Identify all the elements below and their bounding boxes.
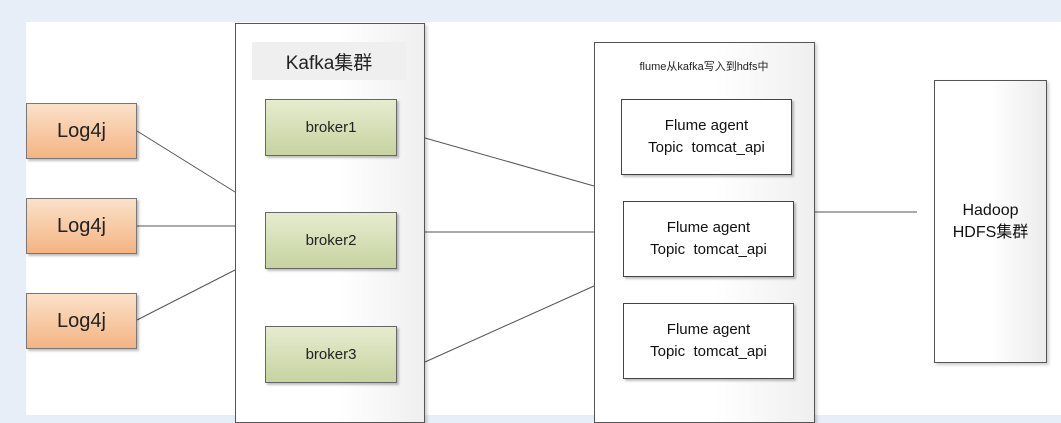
broker-2: broker2 [265, 212, 397, 269]
diagram-canvas [26, 22, 1061, 415]
broker-label: broker1 [305, 119, 357, 136]
hadoop-hdfs-cluster: Hadoop HDFS集群 [934, 80, 1047, 363]
flume-agent-3: Flume agent Topic tomcat_api [623, 303, 794, 379]
agent-name: Flume agent [664, 117, 749, 134]
agent-topic: Topic tomcat_api [650, 343, 767, 360]
flume-agent-2: Flume agent Topic tomcat_api [623, 201, 794, 277]
flume-group-title: flume从kafka写入到hdfs中 [639, 61, 769, 73]
agent-topic: Topic tomcat_api [650, 241, 767, 258]
flume-agent-1: Flume agent Topic tomcat_api [621, 99, 792, 175]
agent-name: Flume agent [666, 219, 751, 236]
log4j-source-2: Log4j [26, 198, 137, 254]
kafka-cluster-title: Kafka集群 [252, 42, 406, 80]
broker-label: broker2 [305, 232, 357, 249]
log4j-label: Log4j [57, 119, 106, 142]
agent-topic: Topic tomcat_api [648, 139, 765, 156]
log4j-label: Log4j [57, 214, 106, 237]
log4j-source-3: Log4j [26, 293, 137, 349]
agent-name: Flume agent [666, 321, 751, 338]
broker-3: broker3 [265, 326, 397, 383]
hdfs-cluster-label: HDFS集群 [952, 223, 1029, 241]
log4j-source-1: Log4j [26, 103, 137, 159]
broker-1: broker1 [265, 99, 397, 156]
hadoop-label: Hadoop [962, 201, 1019, 219]
broker-label: broker3 [305, 346, 357, 363]
log4j-label: Log4j [57, 309, 106, 332]
